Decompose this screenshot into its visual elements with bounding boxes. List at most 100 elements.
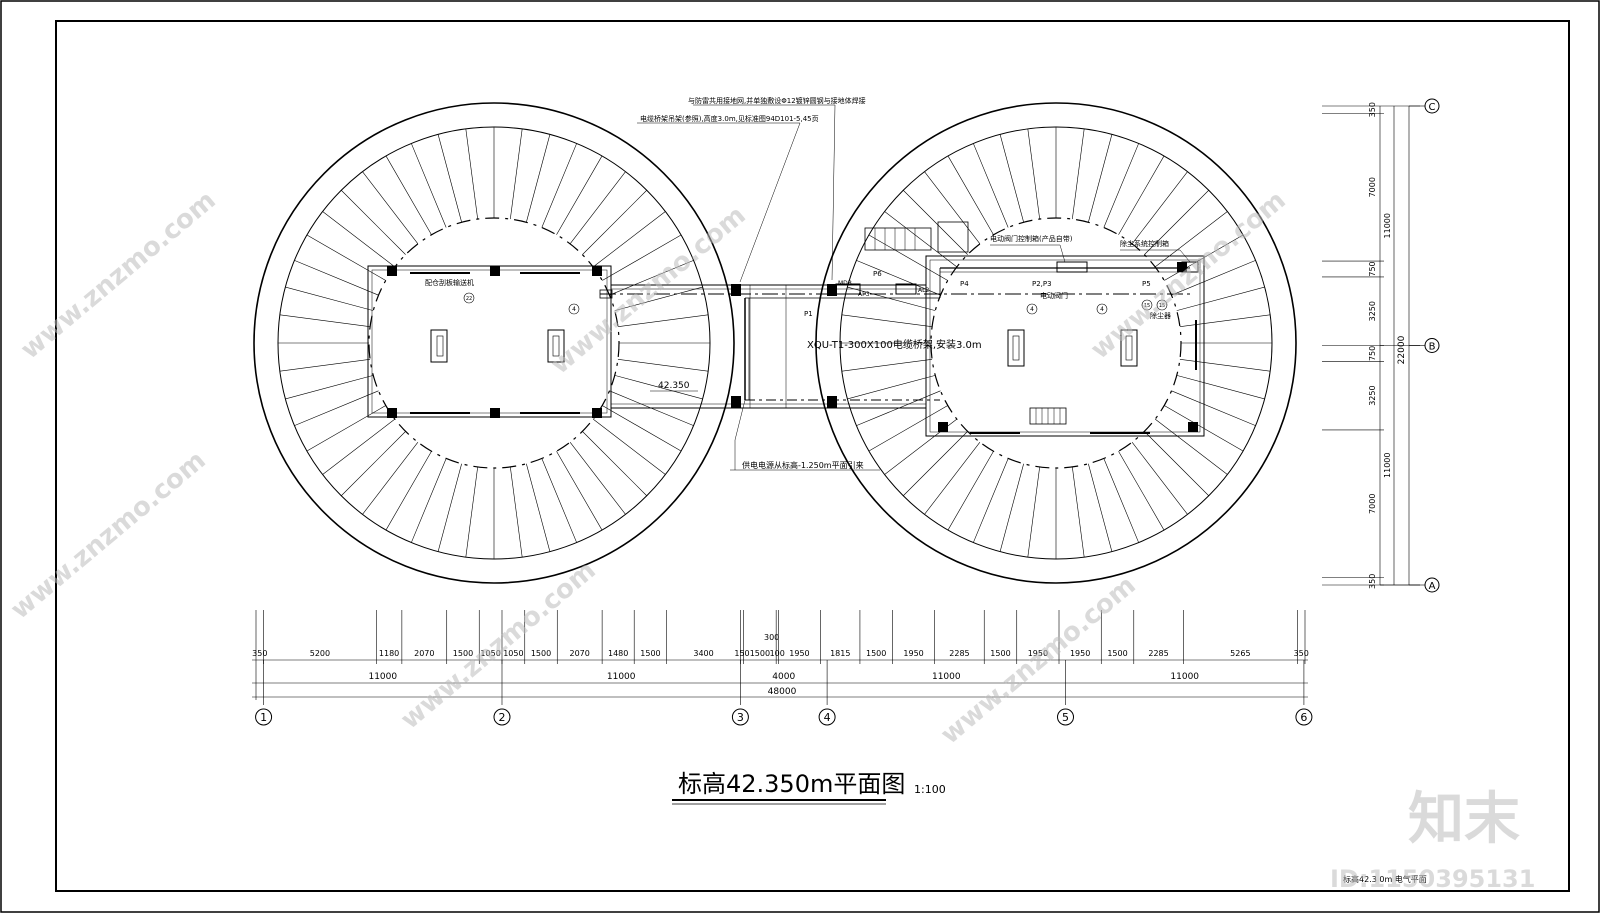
axis-col-1 bbox=[255, 708, 273, 726]
dim-bottom-24: 2285 bbox=[1148, 649, 1168, 658]
left-equipment: 配仓刮板输送机 bbox=[425, 278, 474, 287]
label-p5: P5 bbox=[1142, 280, 1151, 288]
tray-label: XQU-T1-300X100电缆桥架,安装3.0m bbox=[807, 338, 982, 351]
dim-right-3: 3250 bbox=[1368, 301, 1377, 321]
dim-right-1: 7000 bbox=[1368, 177, 1377, 197]
axis-row-label-B: B bbox=[1429, 342, 1436, 353]
dim-bottom-13: 1500 bbox=[750, 649, 770, 658]
circle-4c: 4 bbox=[1100, 306, 1104, 313]
label-mdb: MDB bbox=[838, 280, 852, 287]
axis-row-label-C: C bbox=[1429, 102, 1436, 113]
dim-bottom-6: 1050 bbox=[503, 649, 523, 658]
valve-label: 电动阀门 bbox=[1040, 291, 1068, 300]
axis-col-label-5: 5 bbox=[1062, 711, 1069, 724]
inner-frame bbox=[55, 20, 1570, 892]
axis-row-B bbox=[1424, 338, 1440, 353]
axis-col-label-1: 1 bbox=[260, 711, 267, 724]
axis-row-label-A: A bbox=[1429, 581, 1436, 592]
dim-bottom-axis-4: 11000 bbox=[1170, 672, 1199, 682]
dim-bottom-7: 1500 bbox=[531, 649, 551, 658]
dim-bottom-19: 2285 bbox=[949, 649, 969, 658]
dim-bottom-3: 2070 bbox=[414, 649, 434, 658]
axis-col-3 bbox=[731, 708, 749, 726]
label-al2: AL2 bbox=[918, 287, 929, 294]
axis-row-A bbox=[1424, 577, 1440, 593]
elevation-mark: 42.350 bbox=[658, 381, 690, 391]
row-axes: C B A bbox=[1409, 98, 1440, 593]
axis-col-4 bbox=[818, 708, 836, 726]
dim-bottom-22: 1950 bbox=[1070, 649, 1090, 658]
leader-lines bbox=[637, 104, 1191, 471]
left-silo bbox=[253, 102, 735, 584]
dust-unit-label: 除尘器 bbox=[1150, 311, 1171, 320]
dim-bottom-17: 1500 bbox=[866, 649, 886, 658]
label-p6: P6 bbox=[873, 270, 882, 278]
watermark-site-1: www.znzmo.com bbox=[15, 185, 221, 365]
dim-bottom-0: 350 bbox=[252, 649, 267, 658]
dim-right-7: 350 bbox=[1368, 574, 1377, 589]
dim-bottom-axis-1: 11000 bbox=[607, 672, 636, 682]
dim-bottom-21: 1950 bbox=[1028, 649, 1048, 658]
dust-control-label: 除尘系统控制箱 bbox=[1120, 239, 1169, 248]
dim-bottom-26: 350 bbox=[1294, 649, 1309, 658]
dim-bottom-20: 1500 bbox=[990, 649, 1010, 658]
right-building bbox=[864, 221, 1205, 437]
circle-4b: 4 bbox=[1030, 306, 1034, 313]
dim-bottom-16: 1815 bbox=[830, 649, 850, 658]
dim-bottom-11: 3400 bbox=[693, 649, 713, 658]
title-scale: 1:100 bbox=[914, 783, 946, 796]
axis-col-label-2: 2 bbox=[498, 711, 505, 724]
label-300: 300 bbox=[764, 633, 779, 642]
connecting-gallery bbox=[599, 261, 1199, 409]
title-block-label: 标高42.3 0m 电气平面 bbox=[1343, 874, 1427, 884]
axis-col-label-4: 4 bbox=[824, 711, 831, 724]
left-building bbox=[367, 265, 612, 418]
circle-15b: 15 bbox=[1159, 303, 1165, 309]
label-ap3: AP3 bbox=[858, 291, 870, 298]
dim-bottom-10: 1500 bbox=[640, 649, 660, 658]
watermark-site-4: www.znzmo.com bbox=[5, 445, 211, 625]
dim-bottom-25: 5265 bbox=[1230, 649, 1250, 658]
watermark-logo: 知末 bbox=[1408, 787, 1520, 852]
dim-bottom-axis-2: 4000 bbox=[772, 672, 795, 682]
watermark-site-2: www.znzmo.com bbox=[545, 200, 751, 380]
dim-bottom-8: 2070 bbox=[570, 649, 590, 658]
watermark-id: ID:1150395131 bbox=[1330, 865, 1535, 893]
dim-bottom-18: 1950 bbox=[903, 649, 923, 658]
annotations: 与防雷共用接地网,并单独敷设Φ12镀锌圆钢与接地体焊接 电缆桥架吊架(参照),高… bbox=[425, 96, 1171, 642]
dim-right-5: 3250 bbox=[1368, 385, 1377, 405]
dim-bottom-1: 5200 bbox=[310, 649, 330, 658]
label-p1: P1 bbox=[804, 310, 813, 318]
circle-15a: 15 bbox=[1144, 303, 1150, 309]
axis-col-2 bbox=[493, 708, 511, 726]
dim-bottom-12: 150 bbox=[734, 649, 749, 658]
dim-right-6: 7000 bbox=[1368, 494, 1377, 514]
dim-bottom-2: 1180 bbox=[379, 649, 399, 658]
dim-total-bottom: 48000 bbox=[768, 687, 797, 697]
dim-bottom-23: 1500 bbox=[1107, 649, 1127, 658]
axis-col-label-6: 6 bbox=[1300, 711, 1307, 724]
dim-right-0: 350 bbox=[1368, 102, 1377, 117]
label-p2p3: P2,P3 bbox=[1032, 280, 1052, 288]
dim-bottom-axis-0: 11000 bbox=[368, 672, 397, 682]
dim-right-axis-1: 11000 bbox=[1383, 453, 1392, 478]
valve-box-label: 电动阀门控制箱(产品自带) bbox=[990, 234, 1073, 243]
axis-col-6 bbox=[1295, 708, 1313, 726]
grounding-note: 与防雷共用接地网,并单独敷设Φ12镀锌圆钢与接地体焊接 bbox=[688, 96, 866, 105]
dim-right-4: 750 bbox=[1368, 346, 1377, 361]
watermark-site-6: www.znzmo.com bbox=[935, 570, 1141, 750]
dim-right-2: 750 bbox=[1368, 261, 1377, 276]
circle-22: 22 bbox=[466, 296, 472, 302]
circle-4a: 4 bbox=[572, 306, 576, 313]
dim-bottom-15: 1950 bbox=[789, 649, 809, 658]
axis-row-C bbox=[1424, 98, 1440, 114]
label-p4: P4 bbox=[960, 280, 969, 288]
dim-total-right: 22000 bbox=[1397, 335, 1407, 364]
power-note: 供电电源从标高-1.250m平面引来 bbox=[742, 460, 864, 470]
dim-bottom-14: 100 bbox=[770, 649, 785, 658]
